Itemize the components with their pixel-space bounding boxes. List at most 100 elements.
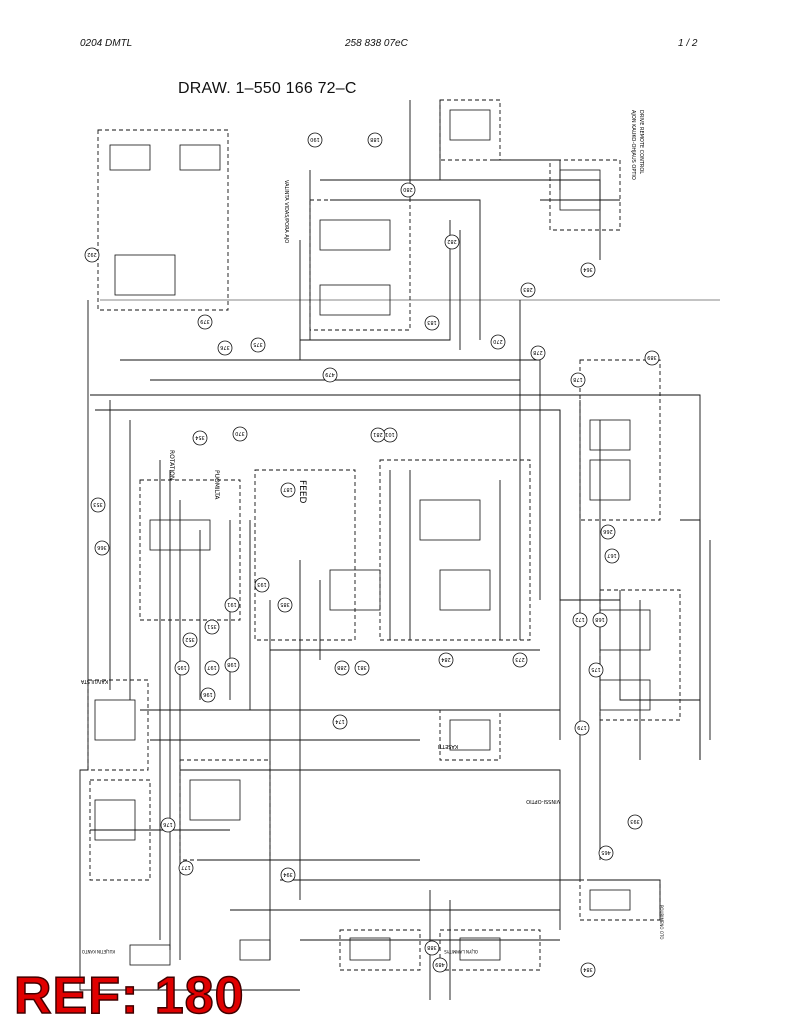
ref-circle-label: 384 — [583, 966, 593, 972]
ref-circle-label: 381 — [357, 664, 367, 670]
ref-circle — [217, 340, 233, 356]
ref-circle-label: 188 — [370, 136, 380, 142]
ref-circle-label: 168 — [595, 616, 605, 622]
ref-circle-label: 176 — [163, 821, 173, 827]
label-valinta: VALINTA VIDAS/PORA AJO — [283, 180, 289, 243]
label-kasetti: KASETTI — [438, 743, 458, 749]
ref-circle — [370, 427, 386, 443]
ref-circle — [332, 714, 348, 730]
label-kaivulsta: KAIVULSTA — [80, 678, 108, 684]
ref-circle-label: 179 — [577, 724, 587, 730]
ref-stamp: REF: 180 — [13, 967, 245, 1025]
ref-circle-label: 101 — [385, 431, 395, 437]
ref-circle — [520, 282, 536, 298]
ref-circle-label: 284 — [441, 656, 451, 662]
ref-circle — [224, 597, 240, 613]
ref-circle — [424, 315, 440, 331]
ref-circle-label: 389 — [647, 354, 657, 360]
ref-circle-label: 352 — [185, 636, 195, 642]
ref-circle-label: 191 — [227, 601, 237, 607]
ref-circle-label: 280 — [403, 186, 413, 192]
ref-circle-label: 175 — [591, 666, 601, 672]
ref-circle — [250, 337, 266, 353]
label-vinssi: VINSSI-OPTIO — [526, 798, 560, 804]
ref-circle-label: 282 — [447, 238, 457, 244]
ref-circle — [570, 372, 586, 388]
ref-circle-label: 366 — [97, 544, 107, 550]
ref-circle-label: 174 — [335, 718, 345, 724]
ref-circle — [280, 482, 296, 498]
ref-circle — [197, 314, 213, 330]
ref-circle — [160, 817, 176, 833]
ref-circle-label: 183 — [427, 319, 437, 325]
ref-circle — [592, 612, 608, 628]
ref-circle-label: 273 — [515, 656, 525, 662]
ref-circle — [512, 652, 528, 668]
ref-circle-label: 167 — [607, 552, 617, 558]
ref-circle-label: 394 — [283, 871, 293, 877]
ref-circle-label: 292 — [87, 251, 97, 257]
ref-circle-label: 178 — [573, 376, 583, 382]
ref-circle — [444, 234, 460, 250]
ref-circle — [280, 867, 296, 883]
ref-circle — [224, 657, 240, 673]
ref-circle — [174, 660, 190, 676]
ref-circle-label: 479 — [325, 371, 335, 377]
label-puomilta: PUOMILTA — [213, 470, 220, 500]
label-oil-heating: OLJYN LAMMITYS — [444, 949, 478, 954]
ref-circle — [200, 687, 216, 703]
ref-circle-label: 354 — [195, 434, 205, 440]
ref-circle — [600, 524, 616, 540]
ref-circle — [367, 132, 383, 148]
ref-circle-label: 393 — [630, 818, 640, 824]
ref-circle — [572, 612, 588, 628]
ref-circle-label: 489 — [435, 961, 445, 967]
ref-circle — [277, 597, 293, 613]
ref-circle — [604, 548, 620, 564]
ref-circle — [530, 345, 546, 361]
ref-circle — [204, 619, 220, 635]
ref-circle — [598, 845, 614, 861]
ref-circle — [627, 814, 643, 830]
ref-circle — [254, 577, 270, 593]
ref-circle-label: 364 — [583, 266, 593, 272]
label-carrier-roller: KULJETIN KANTO — [82, 949, 115, 954]
header-drawing-number: 258 838 07eC — [345, 38, 408, 49]
ref-circle-label: 172 — [575, 616, 585, 622]
ref-circle — [438, 652, 454, 668]
ref-circle-label: 270 — [493, 338, 503, 344]
ref-circle-label: 266 — [603, 528, 613, 534]
ref-circle — [490, 334, 506, 350]
ref-circle — [307, 132, 323, 148]
label-rotation: ROTATION — [168, 450, 175, 480]
ref-circle — [178, 860, 194, 876]
ref-circle — [432, 957, 448, 973]
ref-circle — [574, 720, 590, 736]
ref-circle-label: 385 — [280, 601, 290, 607]
ref-circle-label: 193 — [257, 581, 267, 587]
ref-circle — [84, 247, 100, 263]
ref-circle — [232, 426, 248, 442]
ref-circle — [90, 497, 106, 513]
ref-circle — [204, 660, 220, 676]
ref-circle-label: 465 — [601, 849, 611, 855]
ref-circle — [182, 632, 198, 648]
ref-circle-label: 351 — [207, 623, 217, 629]
label-ajon-kauko: AJON KAUKO-OHJAUS OPTIO — [630, 110, 636, 180]
ref-circle-label: 187 — [283, 486, 293, 492]
ref-circle-label: 196 — [203, 691, 213, 697]
header-page-number: 1 / 2 — [678, 38, 698, 49]
ref-circle — [354, 660, 370, 676]
ref-circle-label: 388 — [427, 944, 437, 950]
ref-circle-label: 278 — [533, 349, 543, 355]
drawing-title: DRAW. 1–550 166 72–C — [178, 80, 357, 97]
ref-circle-label: 288 — [337, 664, 347, 670]
header-doc-code: 0204 DMTL — [80, 38, 133, 49]
ref-circle-label: 370 — [235, 430, 245, 436]
ref-circle-label: 190 — [310, 136, 320, 142]
ref-circle-label: 353 — [93, 501, 103, 507]
ref-circle — [580, 262, 596, 278]
ref-circle-label: 281 — [373, 431, 383, 437]
